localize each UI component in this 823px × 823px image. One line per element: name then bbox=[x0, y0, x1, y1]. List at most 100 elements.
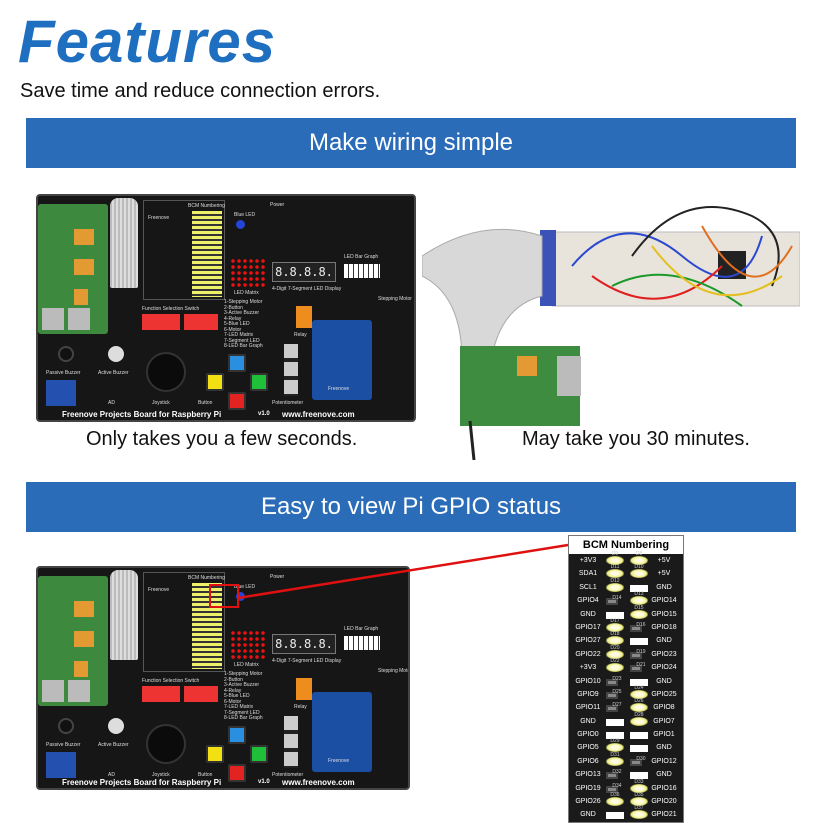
board-title: Freenove Projects Board for Raspberry Pi bbox=[62, 778, 222, 787]
seven-segment-label: 4-Digit 7-Segment LED Display bbox=[272, 658, 342, 664]
pin-led-right: D26 bbox=[630, 698, 648, 713]
pin-led-right: D33 bbox=[630, 779, 648, 793]
pin-led-left: D36 bbox=[606, 792, 624, 807]
pin-label-right: GND bbox=[656, 583, 672, 591]
led-id-right: D28 bbox=[634, 711, 644, 718]
gpio-row: +3V3 D22 D21 GPIO24 bbox=[569, 658, 683, 674]
pin-led-left: D14 bbox=[606, 595, 622, 606]
pin-led-right bbox=[630, 678, 648, 686]
led-id-left: D29 bbox=[610, 738, 620, 745]
pin-label-left: GPIO19 bbox=[575, 784, 601, 792]
pin-label-right: GPIO23 bbox=[651, 650, 677, 658]
pin-led-left bbox=[606, 732, 624, 740]
pin-label-left: +3V3 bbox=[579, 664, 597, 672]
projects-board-image: Freenove BCM Numbering Blue LED Power LE… bbox=[36, 194, 416, 422]
led-id-left: D27 bbox=[612, 702, 622, 709]
pin-label-right: GPIO15 bbox=[651, 610, 677, 618]
led-id-left: D23 bbox=[612, 675, 622, 682]
banner-gpio-status: Easy to view Pi GPIO status bbox=[26, 482, 796, 532]
joystick-label: Joystick bbox=[152, 772, 170, 778]
led-id-right: D13 bbox=[634, 591, 644, 598]
caption-left: Only takes you a few seconds. bbox=[86, 428, 358, 450]
pin-led-right: D21 bbox=[630, 662, 646, 673]
projects-board-image-gpio: Freenove BCM Numbering Blue LED Power LE… bbox=[36, 566, 410, 790]
power-label: Power bbox=[270, 202, 285, 208]
pin-led-right: D35 bbox=[630, 792, 648, 807]
pin-label-right: GPIO25 bbox=[651, 690, 677, 698]
pin-label-left: GPIO26 bbox=[575, 798, 601, 806]
pin-label-left: GPIO10 bbox=[575, 677, 601, 685]
board-brand: Freenove bbox=[148, 587, 170, 593]
caption-right: May take you 30 minutes. bbox=[522, 428, 750, 450]
pin-led-left: D12 bbox=[606, 578, 624, 592]
pin-led-right: D19 bbox=[630, 649, 646, 659]
button-label: Button bbox=[198, 772, 213, 778]
led-id-right: D15 bbox=[634, 604, 644, 611]
pin-led-right bbox=[630, 638, 648, 646]
pin-led-right bbox=[630, 772, 648, 780]
adc-label: AD bbox=[108, 400, 115, 406]
breadboard-wiring-photo bbox=[422, 206, 800, 460]
pin-label-right: GND bbox=[656, 637, 672, 645]
pin-led-right: D13 bbox=[630, 591, 648, 606]
led-id-left: D34 bbox=[612, 782, 622, 789]
button-label: Button bbox=[198, 400, 213, 406]
led-id-right: D26 bbox=[634, 698, 644, 705]
pin-label-left: SCL1 bbox=[579, 583, 597, 591]
pin-led-right bbox=[630, 584, 648, 592]
led-id-right: D10 bbox=[634, 564, 644, 571]
seven-segment-display: 8.8.8.8. bbox=[272, 634, 336, 654]
pin-label-right: GPIO20 bbox=[651, 798, 677, 806]
pin-label-left: GPIO22 bbox=[575, 650, 601, 658]
pin-label-left: GPIO13 bbox=[575, 771, 601, 779]
bcm-section: Freenove BCM Numbering bbox=[143, 572, 225, 672]
adc-label: AD bbox=[108, 772, 115, 778]
pin-led-right: D10 bbox=[630, 564, 648, 579]
pin-label-left: GPIO6 bbox=[577, 757, 599, 765]
pin-led-left: D34 bbox=[606, 783, 622, 793]
pin-label-right: GPIO16 bbox=[651, 784, 677, 792]
board-version: v1.0 bbox=[258, 779, 270, 785]
function-switch-label: Function Selection Switch bbox=[142, 678, 200, 684]
page-subtitle: Save time and reduce connection errors. bbox=[20, 80, 381, 102]
led-id-left: D31 bbox=[610, 751, 620, 758]
pin-label-right: GPIO24 bbox=[651, 664, 677, 672]
pin-led-left: D18 bbox=[606, 631, 624, 646]
board-url: www.freenove.com bbox=[282, 778, 355, 787]
led-id-right: D33 bbox=[634, 778, 644, 785]
led-id-right: D19 bbox=[636, 648, 646, 655]
pin-label-left: GPIO4 bbox=[577, 597, 599, 605]
pin-led-left: D29 bbox=[606, 738, 624, 753]
pin-led-right: D15 bbox=[630, 605, 648, 619]
pin-led-left: D9 bbox=[606, 551, 624, 565]
pin-led-left bbox=[606, 718, 624, 726]
pin-label-right: +5V bbox=[657, 557, 671, 564]
seven-segment-display: 8.8.8.8. bbox=[272, 262, 336, 282]
active-buzzer-label: Active Buzzer bbox=[98, 370, 129, 376]
led-id-left: D12 bbox=[610, 577, 620, 584]
pin-led-left bbox=[606, 812, 624, 820]
led-id-left: D9 bbox=[611, 551, 619, 557]
pin-label-left: GPIO5 bbox=[577, 744, 599, 752]
pin-led-left: D32 bbox=[606, 769, 622, 780]
seven-segment-label: 4-Digit 7-Segment LED Display bbox=[272, 286, 342, 292]
joystick bbox=[146, 352, 186, 392]
rfid-brand: Freenove bbox=[328, 758, 350, 764]
pin-led-right bbox=[630, 732, 648, 740]
pin-led-left: D20 bbox=[606, 645, 624, 659]
relay-label: Relay bbox=[294, 332, 307, 338]
page-title: Features bbox=[18, 8, 277, 75]
led-id-left: D20 bbox=[610, 644, 620, 651]
pin-led-left: D22 bbox=[606, 658, 624, 673]
pin-label-left: GND bbox=[580, 610, 596, 618]
led-bar-graph bbox=[344, 636, 380, 650]
